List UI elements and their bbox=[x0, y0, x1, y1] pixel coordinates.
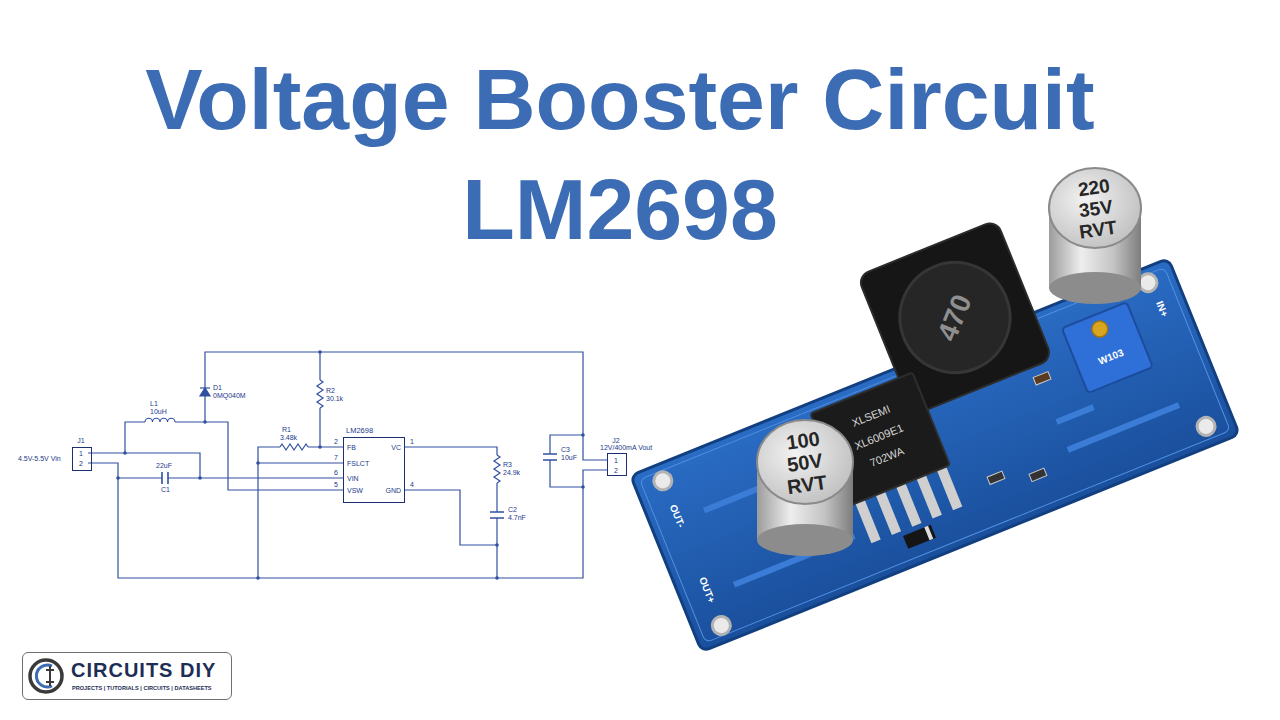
pin-number: 6 bbox=[334, 469, 338, 477]
pin-number: 4 bbox=[410, 481, 414, 489]
potentiometer-screw bbox=[1089, 319, 1110, 340]
pin-name: FSLCT bbox=[347, 460, 369, 468]
designator: C3 bbox=[561, 446, 570, 454]
resistor-symbol bbox=[494, 455, 500, 483]
designator: C1 bbox=[161, 486, 170, 494]
capacitor-symbol bbox=[162, 472, 168, 484]
pin-name: VIN bbox=[347, 475, 359, 483]
component-value: 4.7nF bbox=[508, 514, 526, 522]
designator: R2 bbox=[326, 387, 335, 395]
designator: J1 bbox=[73, 437, 89, 445]
component-value: 10uF bbox=[561, 454, 577, 462]
junction-dot bbox=[256, 461, 260, 465]
net-label: 12V/400mA Vout bbox=[600, 444, 652, 452]
component-value: 0MQ040M bbox=[213, 392, 246, 400]
pin-name: GND bbox=[385, 487, 401, 495]
junction-dot bbox=[203, 420, 207, 424]
junction-dot bbox=[116, 476, 120, 480]
junction-dot bbox=[198, 476, 202, 480]
chip-leg bbox=[855, 498, 881, 543]
designator: R1 bbox=[282, 426, 291, 434]
pin-number: 1 bbox=[608, 457, 624, 465]
junction-dot bbox=[495, 543, 499, 547]
component-value: 24.9k bbox=[503, 469, 520, 477]
component-value: 30.1k bbox=[326, 395, 343, 403]
logo-icon bbox=[30, 660, 62, 692]
designator: R3 bbox=[503, 461, 512, 469]
pin-name: FB bbox=[347, 444, 356, 452]
component-value: 10uH bbox=[150, 408, 167, 416]
capacitor-base bbox=[1049, 272, 1141, 304]
chip-leg bbox=[875, 490, 901, 535]
resistor-symbol bbox=[280, 444, 308, 450]
junction-dot bbox=[256, 576, 260, 580]
component-value: 3.48k bbox=[280, 434, 297, 442]
page-title: Voltage Booster Circuit LM2698 bbox=[120, 44, 1120, 264]
pin-number: 2 bbox=[73, 460, 89, 468]
net-label: 4.5V-5.5V Vin bbox=[18, 455, 61, 463]
connector-box: J212 bbox=[607, 453, 627, 476]
junction-dot bbox=[318, 350, 322, 354]
smd-part bbox=[987, 471, 1005, 484]
pin-name: VSW bbox=[347, 487, 363, 495]
chip-leg bbox=[916, 473, 942, 518]
board-edge-highlight bbox=[640, 267, 1231, 642]
logo-ring bbox=[30, 660, 62, 692]
ic-package: LM2698FBFSLCTVINVSWVCGND bbox=[343, 437, 405, 503]
designator: D1 bbox=[213, 384, 222, 392]
diode-bar bbox=[200, 387, 210, 388]
capacitor-top bbox=[1049, 168, 1141, 248]
smd-part bbox=[1033, 372, 1051, 385]
logo-tagline: PROJECTS | TUTORIALS | CIRCUITS | DATASH… bbox=[72, 685, 212, 691]
junction-dot bbox=[495, 576, 499, 580]
smd-diode bbox=[903, 525, 936, 549]
diode-band bbox=[924, 526, 933, 540]
capacitor-base bbox=[757, 524, 853, 556]
mounting-hole bbox=[1194, 415, 1217, 438]
designator: J2 bbox=[608, 437, 624, 445]
component-value: 22uF bbox=[156, 462, 172, 470]
capacitor-symbol bbox=[490, 512, 504, 518]
schematic bbox=[88, 350, 607, 580]
resistor-symbol bbox=[317, 380, 323, 408]
capacitor-top bbox=[757, 420, 853, 504]
chip-leg bbox=[895, 481, 921, 526]
mounting-hole bbox=[710, 614, 733, 637]
junction-dot bbox=[581, 485, 585, 489]
designator: C2 bbox=[508, 506, 517, 514]
capacitor-symbol bbox=[543, 454, 557, 460]
mounting-hole bbox=[651, 469, 674, 492]
designator: L1 bbox=[150, 400, 158, 408]
connector-box: J112 bbox=[72, 447, 92, 471]
part-number: LM2698 bbox=[346, 427, 373, 436]
pin-number: 1 bbox=[410, 438, 414, 446]
smd-part bbox=[1029, 468, 1047, 481]
pin-number: 7 bbox=[334, 454, 338, 462]
diode-symbol bbox=[200, 388, 210, 396]
inductor-symbol bbox=[145, 418, 175, 422]
logo-name: CIRCUITS DIY bbox=[71, 659, 216, 682]
junction-dots bbox=[116, 350, 585, 580]
logo-badge: CIRCUITS DIY PROJECTS | TUTORIALS | CIRCU… bbox=[22, 652, 232, 700]
pin-number: 5 bbox=[334, 481, 338, 489]
inductor-core bbox=[883, 246, 1026, 389]
pin-number: 2 bbox=[608, 467, 624, 475]
logo-plug bbox=[46, 666, 54, 686]
potentiometer-body bbox=[1062, 302, 1153, 393]
pin-name: VC bbox=[391, 444, 401, 452]
pin-number: 1 bbox=[73, 450, 89, 458]
junction-dot bbox=[318, 445, 322, 449]
chip-leg bbox=[936, 465, 962, 510]
pin-number: 2 bbox=[334, 438, 338, 446]
junction-dot bbox=[123, 451, 127, 455]
junction-dot bbox=[581, 433, 585, 437]
wire bbox=[88, 352, 607, 578]
